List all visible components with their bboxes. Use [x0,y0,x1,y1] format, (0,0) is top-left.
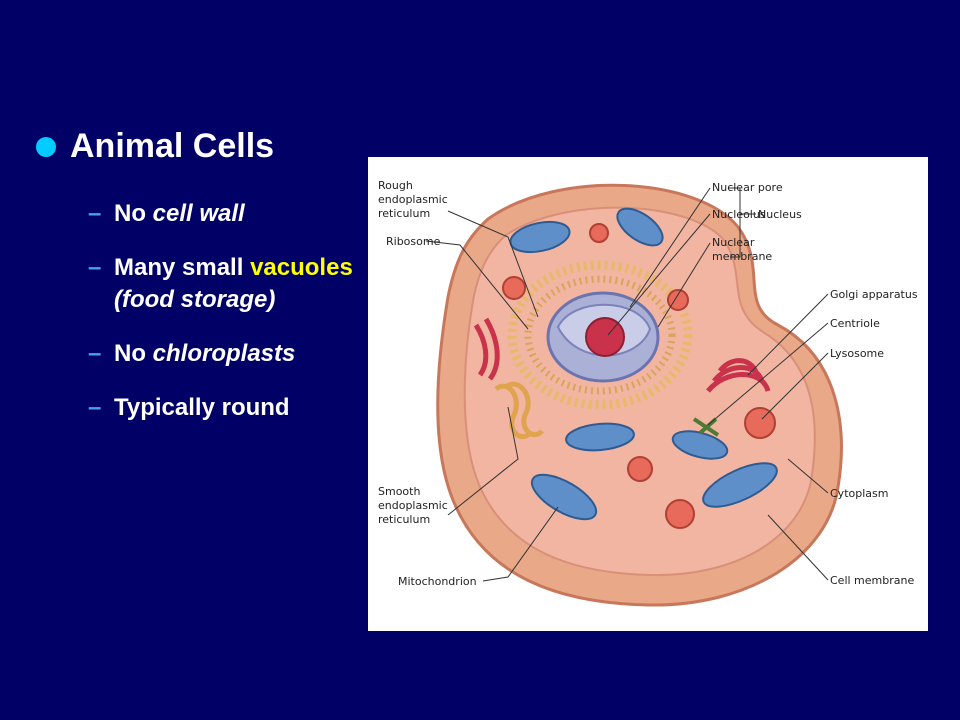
dash-icon: – [88,200,102,227]
bullet-item-vacuoles: – Many small vacuoles (food storage) [88,252,363,316]
lysosomes [502,223,776,529]
rough-er-inner [524,275,676,395]
label-lysosome: Lysosome [830,347,884,360]
dash-icon: – [88,394,102,421]
label-nuclear-pore: Nuclear pore [712,181,783,194]
item-prefix: Typically round [114,394,290,421]
item-prefix: No [114,340,153,367]
label-nuclear-membrane-2: membrane [712,250,772,263]
label-ribosome: Ribosome [386,235,441,248]
label-cytoplasm: Cytoplasm [830,487,888,500]
centriole [692,417,720,437]
cell-illustration: Rough endoplasmic reticulum Ribosome Smo… [378,179,918,607]
item-emphasis: chloroplasts [152,340,296,367]
nucleolus-shape [585,317,625,357]
bullet-item-typically-round: – Typically round [88,392,363,424]
slide-heading: Animal Cells [36,127,274,166]
heading-text: Animal Cells [70,127,275,165]
label-smooth-er-3: reticulum [378,513,430,526]
golgi-apparatus-left [473,317,500,381]
animal-cell-diagram: Rough endoplasmic reticulum Ribosome Smo… [368,157,928,631]
mitochondria [509,207,778,521]
dash-icon: – [88,254,102,281]
item-prefix: No [114,200,153,227]
label-nuclear-membrane-1: Nuclear [712,236,755,249]
bullet-icon [36,136,56,157]
label-mitochondrion: Mitochondrion [398,575,477,588]
label-golgi: Golgi apparatus [830,288,918,301]
label-cell-membrane: Cell membrane [830,574,914,587]
bullet-item-no-cell-wall: – No cell wall [88,198,363,230]
label-nucleolus: Nucleolus [712,208,766,221]
smooth-er [494,381,544,440]
bullet-item-no-chloroplasts: – No chloroplasts [88,338,363,370]
label-rough-er-2: endoplasmic [378,193,448,206]
label-rough-er-3: reticulum [378,207,430,220]
label-smooth-er-2: endoplasmic [378,499,448,512]
label-smooth-er-1: Smooth [378,485,420,498]
item-prefix: Many small [114,254,251,281]
rough-er-outer [507,260,693,410]
label-centriole: Centriole [830,317,880,330]
item-emphasis: cell wall [152,200,245,227]
label-rough-er-1: Rough [378,179,413,192]
dash-icon: – [88,340,102,367]
leader-lines [425,187,829,582]
item-emphasis: (food storage) [114,286,276,313]
label-nucleus: Nucleus [758,208,802,221]
bullet-list: – No cell wall – Many small vacuoles (fo… [88,198,363,446]
item-highlight: vacuoles [250,254,353,281]
